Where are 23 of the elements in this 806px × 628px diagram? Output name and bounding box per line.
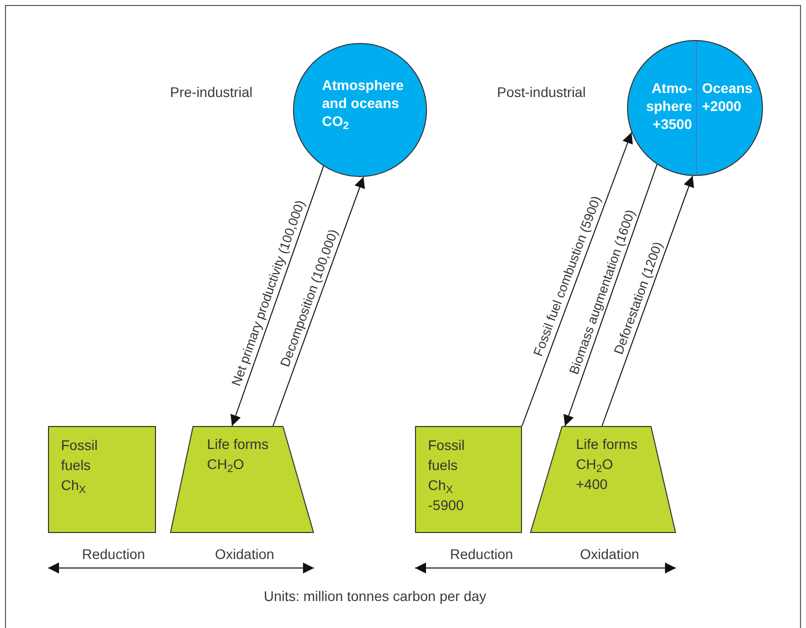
panel-title: Post-industrial <box>497 83 586 101</box>
node-label: Atmosphere and oceans CO$_{2}$ <box>322 76 405 130</box>
direction-label: Oxidation <box>580 545 640 563</box>
node-label: Fossil fuels Ch$_{X}$ -5900 <box>428 436 466 515</box>
arrow <box>602 175 694 426</box>
direction-label: Reduction <box>82 545 146 563</box>
panel-title: Pre-industrial <box>170 83 252 101</box>
direction-label: Reduction <box>450 545 514 563</box>
node-label: Fossil fuels Ch$_{X}$ <box>61 436 99 495</box>
units-note: Units: million tonnes carbon per day <box>262 587 488 605</box>
node-label: Life forms CH$_{2}$O <box>207 435 270 474</box>
node-label: Atmo- sphere +3500 <box>645 79 692 133</box>
arrow <box>563 164 658 426</box>
arrow <box>230 166 324 426</box>
node-label: Oceans +2000 <box>702 79 754 115</box>
direction-label: Oxidation <box>215 545 274 563</box>
reservoir-box <box>48 426 156 533</box>
node-label: Life forms CH$_{2}$O +400 <box>576 435 638 494</box>
arrow <box>522 132 633 426</box>
arrow <box>272 176 365 426</box>
trapezoid-box <box>530 426 676 533</box>
reservoir-box <box>415 426 522 533</box>
trapezoid-box <box>170 426 314 533</box>
